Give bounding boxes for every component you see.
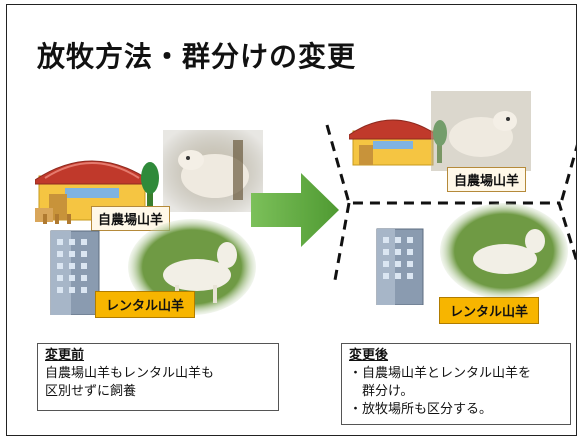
farm-goat-label-after: 自農場山羊 — [447, 167, 527, 192]
sheep-photo-after — [431, 91, 531, 171]
farm-goat-label-before: 自農場山羊 — [91, 206, 171, 231]
barn-icon — [35, 160, 159, 224]
before-note: 変更前 自農場山羊もレンタル山羊も 区別せずに飼養 — [37, 343, 279, 411]
before-heading: 変更前 — [45, 348, 85, 363]
barn-icon-after — [349, 119, 447, 166]
office-building-icon-after — [376, 228, 424, 305]
after-line-1: ・自農場山羊とレンタル山羊を — [349, 366, 532, 381]
rental-goat-label-before: レンタル山羊 — [95, 291, 196, 318]
after-line-2: 群分け。 — [349, 384, 414, 399]
before-line-2: 区別せずに飼養 — [45, 384, 137, 399]
before-line-1: 自農場山羊もレンタル山羊も — [45, 366, 215, 381]
right-arrow — [251, 173, 339, 247]
goat-photo-after — [440, 203, 568, 299]
slide-title: 放牧方法・群分けの変更 — [37, 40, 357, 73]
rental-goat-label-after: レンタル山羊 — [439, 297, 540, 324]
pasture-divider — [325, 124, 576, 281]
sheep-photo — [163, 130, 263, 212]
after-line-3: ・放牧場所も区分する。 — [349, 402, 493, 417]
after-heading: 変更後 — [349, 348, 389, 363]
slide: 放牧方法・群分けの変更 自農場山羊 — [6, 4, 577, 436]
office-building-icon — [50, 230, 100, 315]
after-note: 変更後 ・自農場山羊とレンタル山羊を 群分け。 ・放牧場所も区分する。 — [341, 343, 571, 425]
